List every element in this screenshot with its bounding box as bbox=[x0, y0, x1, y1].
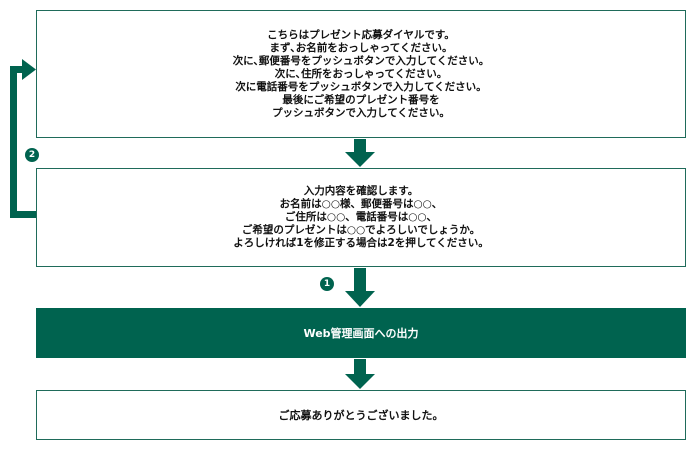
confirm-key-badge: 1 bbox=[320, 277, 334, 291]
confirmation-text: 入力内容を確認します。 お名前は○○様、郵便番号は○○、 ご住所は○○、電話番号… bbox=[233, 185, 488, 250]
confirmation-line: ご希望のプレゼントは○○でよろしいでしょうか。 bbox=[241, 224, 481, 236]
arrow-down-2 bbox=[345, 268, 375, 307]
confirmation-line: 入力内容を確認します。 bbox=[303, 185, 419, 197]
confirmation-line: よろしければ1を修正する場合は2を押してください。 bbox=[233, 237, 489, 249]
announcement-line: まず､お名前をおっしゃってください。 bbox=[269, 41, 453, 54]
web-output-label: Web管理画面への出力 bbox=[303, 327, 419, 340]
announcement-line: プッシュボタンで入力してください。 bbox=[272, 106, 450, 119]
web-output-box: Web管理画面への出力 bbox=[36, 308, 686, 358]
announcement-line: こちらはプレゼント応募ダイヤルです。 bbox=[267, 28, 455, 41]
retry-key-badge: 2 bbox=[25, 148, 39, 162]
announcement-line: 次に電話番号をプッシュボタンで入力してください。 bbox=[235, 80, 487, 93]
announcement-box: こちらはプレゼント応募ダイヤルです。 まず､お名前をおっしゃってください。 次に… bbox=[36, 10, 686, 138]
thanks-box: ご応募ありがとうございました。 bbox=[36, 390, 686, 440]
arrow-down-3 bbox=[345, 359, 375, 389]
loop-back-arrow bbox=[10, 59, 36, 218]
announcement-line: 最後にご希望のプレゼント番号を bbox=[282, 93, 440, 106]
announcement-line: 次に､郵便番号をプッシュボタンで入力してください。 bbox=[232, 54, 490, 67]
arrow-down-1 bbox=[345, 139, 375, 167]
confirmation-line: ご住所は○○、電話番号は○○、 bbox=[284, 211, 438, 223]
announcement-line: 次に､住所をおっしゃってください。 bbox=[274, 67, 448, 80]
thanks-label: ご応募ありがとうございました。 bbox=[278, 409, 444, 422]
confirmation-box: 入力内容を確認します。 お名前は○○様、郵便番号は○○、 ご住所は○○、電話番号… bbox=[36, 168, 686, 267]
announcement-text: こちらはプレゼント応募ダイヤルです。 まず､お名前をおっしゃってください。 次に… bbox=[233, 29, 490, 120]
confirmation-line: お名前は○○様、郵便番号は○○、 bbox=[279, 198, 443, 210]
